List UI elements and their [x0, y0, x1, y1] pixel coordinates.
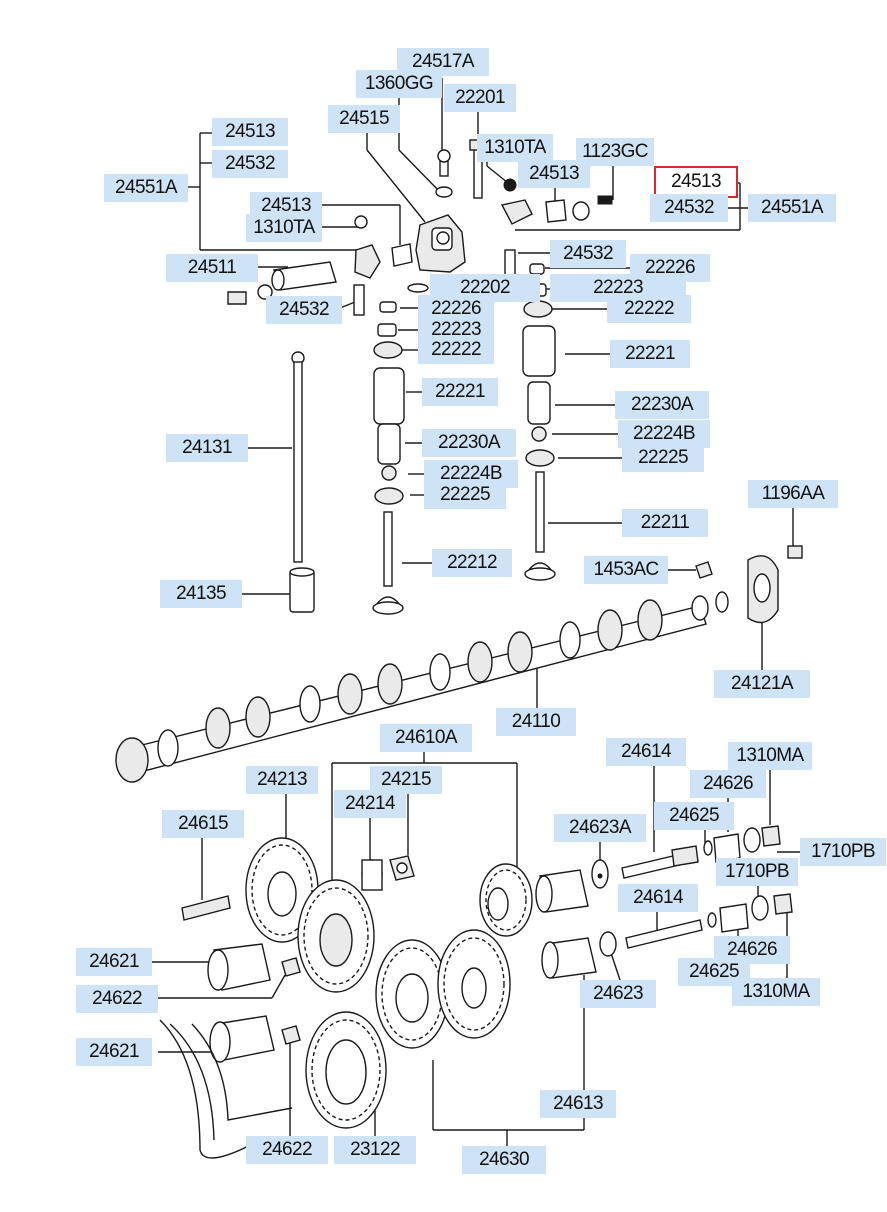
part-label-24623A[interactable]: 24623A [554, 814, 646, 842]
part-label-24626[interactable]: 24626 [690, 770, 766, 798]
part-label-24614[interactable]: 24614 [618, 884, 698, 912]
part-label-22211[interactable]: 22211 [622, 509, 708, 537]
part-label-24513[interactable]: 24513 [212, 118, 288, 146]
part-label-1453AC[interactable]: 1453AC [584, 556, 668, 584]
part-label-24214[interactable]: 24214 [334, 790, 406, 818]
part-label-1310TA[interactable]: 1310TA [477, 134, 553, 162]
right-valve-stack [522, 263, 713, 581]
part-label-22230A[interactable]: 22230A [422, 429, 516, 457]
part-label-24622[interactable]: 24622 [76, 985, 158, 1013]
part-label-24625[interactable]: 24625 [678, 958, 750, 986]
part-label-22222[interactable]: 22222 [418, 336, 494, 364]
part-label-24625[interactable]: 24625 [654, 802, 734, 830]
part-label-22225[interactable]: 22225 [622, 444, 704, 472]
part-label-24511[interactable]: 24511 [166, 254, 258, 282]
part-label-24630[interactable]: 24630 [462, 1146, 546, 1174]
part-label-24615[interactable]: 24615 [162, 810, 244, 838]
left-valve-stack [372, 301, 405, 615]
part-label-24532[interactable]: 24532 [650, 194, 728, 222]
part-label-24551A[interactable]: 24551A [104, 174, 188, 202]
part-label-24610A[interactable]: 24610A [380, 724, 472, 752]
part-label-22230A[interactable]: 22230A [615, 391, 709, 419]
part-label-24135[interactable]: 24135 [160, 580, 242, 608]
part-label-24551A[interactable]: 24551A [748, 194, 836, 222]
part-label-24532[interactable]: 24532 [212, 150, 288, 178]
part-label-24215[interactable]: 24215 [370, 766, 442, 794]
part-label-24121A[interactable]: 24121A [714, 670, 810, 698]
part-label-24621[interactable]: 24621 [76, 948, 152, 976]
timing-gears [245, 837, 533, 1129]
part-label-22222[interactable]: 22222 [607, 295, 691, 323]
part-label-22224B[interactable]: 22224B [618, 420, 710, 448]
part-label-24110[interactable]: 24110 [496, 708, 576, 736]
idler-shaft-parts [181, 825, 793, 979]
part-label-24626[interactable]: 24626 [714, 936, 790, 964]
part-label-24623[interactable]: 24623 [580, 980, 656, 1008]
part-label-23122[interactable]: 23122 [334, 1136, 416, 1164]
part-label-1310MA[interactable]: 1310MA [728, 742, 812, 770]
pushrod-tappet [289, 351, 315, 613]
part-label-24532[interactable]: 24532 [550, 240, 626, 268]
part-label-22225[interactable]: 22225 [424, 481, 506, 509]
part-label-24621[interactable]: 24621 [76, 1038, 152, 1066]
part-label-1196AA[interactable]: 1196AA [748, 480, 838, 508]
part-label-24622[interactable]: 24622 [246, 1136, 328, 1164]
part-label-22221[interactable]: 22221 [610, 340, 690, 368]
part-label-1360GG[interactable]: 1360GG [356, 70, 442, 98]
part-label-24515[interactable]: 24515 [328, 105, 400, 133]
part-label-22221[interactable]: 22221 [422, 378, 498, 406]
part-label-24213[interactable]: 24213 [246, 766, 318, 794]
part-label-22212[interactable]: 22212 [432, 549, 512, 577]
part-label-24614[interactable]: 24614 [606, 738, 686, 766]
part-label-24131[interactable]: 24131 [166, 434, 248, 462]
bushings-block [159, 943, 301, 1159]
part-label-1710PB[interactable]: 1710PB [800, 838, 886, 866]
rocker-assembly [227, 139, 613, 316]
part-label-24513-selected[interactable]: 24513 [654, 166, 738, 198]
part-label-1310TA[interactable]: 1310TA [246, 214, 322, 242]
part-label-22201[interactable]: 22201 [444, 84, 516, 112]
part-label-24613[interactable]: 24613 [540, 1090, 616, 1118]
part-label-1310MA[interactable]: 1310MA [732, 978, 820, 1006]
part-label-24532[interactable]: 24532 [266, 296, 342, 324]
part-label-1123GC[interactable]: 1123GC [576, 138, 654, 166]
part-label-1710PB[interactable]: 1710PB [716, 858, 798, 886]
leader-lines [142, 78, 800, 1146]
camshaft [115, 545, 803, 783]
